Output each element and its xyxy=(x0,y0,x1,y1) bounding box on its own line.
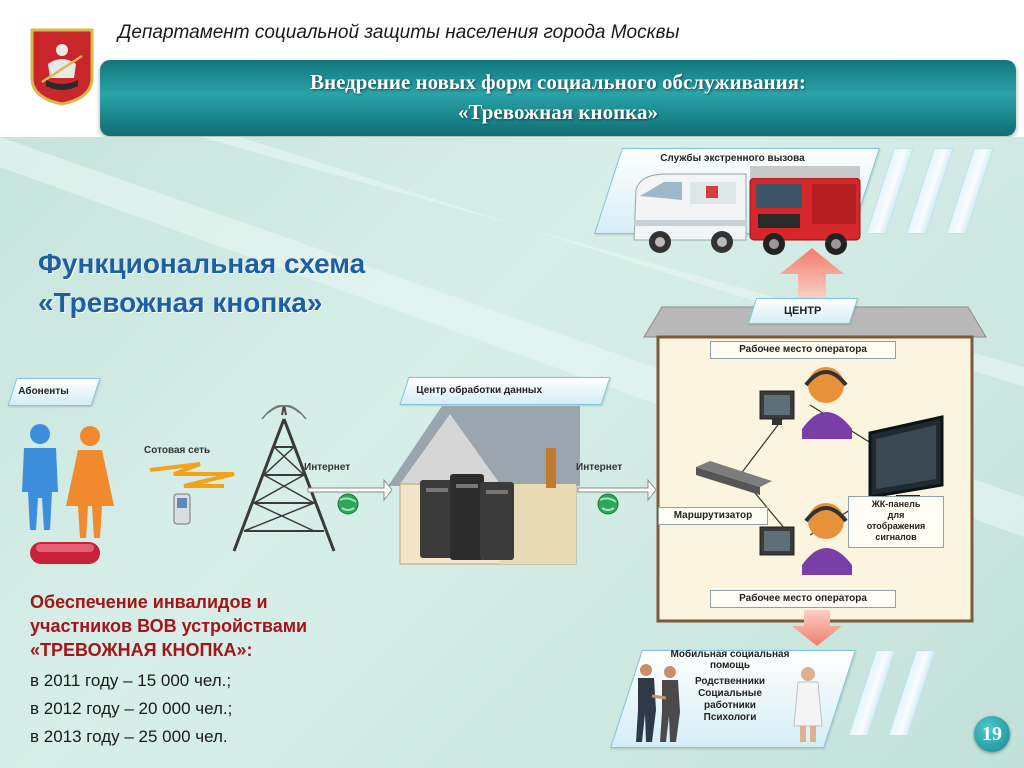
operator-workplace-top-label: Рабочее место оператора xyxy=(710,341,896,359)
lcd-panel-label: ЖК-панель для отображения сигналов xyxy=(848,496,944,548)
lcd-monitor-icon xyxy=(868,415,944,501)
operator-top-icon xyxy=(759,367,852,439)
cellular-network-label: Сотовая сеть xyxy=(144,445,211,456)
title-banner: Внедрение новых форм социального обслужи… xyxy=(100,60,1016,136)
handshake-people-icon xyxy=(636,664,680,742)
lcd-label-line2: для xyxy=(887,510,905,520)
mobile-help-roles: Родственники Социальные работники Психол… xyxy=(686,676,774,724)
subscribers-label: Абоненты xyxy=(18,386,69,397)
lcd-label-line3: отображения xyxy=(866,521,926,531)
cellular-signal xyxy=(149,462,235,525)
slide-title-line1: Внедрение новых форм социального обслужи… xyxy=(309,70,807,94)
center-label: ЦЕНТР xyxy=(783,305,822,317)
info-line3: «ТРЕВОЖНАЯ КНОПКА»: xyxy=(30,640,253,660)
router-icon xyxy=(696,461,772,495)
internet-left-link xyxy=(307,478,392,515)
diagram-heading-line2: «Тревожная кнопка» xyxy=(38,287,323,318)
lcd-label-line4: сигналов xyxy=(875,532,917,542)
fire-truck-icon xyxy=(749,166,861,255)
subscribers-tag: Абоненты xyxy=(7,378,101,406)
moscow-coat-of-arms-icon xyxy=(30,28,94,106)
woman-icon xyxy=(66,426,114,538)
data-center-label: Центр обработки данных xyxy=(416,385,543,396)
info-line1: Обеспечение инвалидов и xyxy=(30,592,268,612)
alarm-button-icon xyxy=(30,542,100,564)
cell-tower-icon xyxy=(232,405,336,552)
router-label: Маршрутизатор xyxy=(658,507,768,525)
mobile-help-line5: работники xyxy=(704,700,756,711)
mobile-help-line2: помощь xyxy=(710,660,750,671)
center-label-tag: ЦЕНТР xyxy=(747,298,859,324)
internet-left-label: Интернет xyxy=(304,462,351,473)
operator-workplace-bottom-label: Рабочее место оператора xyxy=(710,590,896,608)
internet-right-link xyxy=(577,478,656,515)
mobile-phone-icon xyxy=(173,493,191,525)
ambulance-icon xyxy=(633,173,747,253)
slide-title-line2: «Тревожная кнопка» xyxy=(458,100,658,124)
center-equipment xyxy=(696,367,944,575)
emergency-vehicles xyxy=(633,166,861,255)
mobile-help-text: Мобильная социальная помощь xyxy=(650,649,810,671)
department-name: Департамент социальной защиты населения … xyxy=(118,22,680,43)
stat-2013: в 2013 году – 25 000 чел. xyxy=(30,727,228,746)
data-center-building xyxy=(388,406,580,565)
page-number-badge: 19 xyxy=(974,716,1010,752)
mobile-help-line3: Родственники xyxy=(694,676,766,687)
stat-2011: в 2011 году – 15 000 чел.; xyxy=(30,671,232,690)
mobile-help-people xyxy=(636,664,823,742)
lcd-label-line1: ЖК-панель xyxy=(871,499,921,509)
diagram-heading-line1: Функциональная схема xyxy=(38,248,366,279)
stat-2012: в 2012 году – 20 000 чел.; xyxy=(30,699,233,718)
down-arrow-icon xyxy=(792,610,842,646)
lightning-icon xyxy=(149,462,235,488)
internet-right-label: Интернет xyxy=(576,462,623,473)
man-icon xyxy=(22,424,58,530)
doctor-icon xyxy=(793,667,823,742)
up-arrow-icon xyxy=(780,248,844,298)
mobile-help-line6: Психологи xyxy=(703,712,757,723)
operator-bottom-icon xyxy=(759,503,852,575)
mobile-help-line4: Социальные xyxy=(698,688,762,699)
mobile-help-line1: Мобильная социальная xyxy=(670,649,790,660)
server-rack-icon xyxy=(420,474,514,560)
subscribers-figures xyxy=(22,424,114,564)
info-line2: участников ВОВ устройствами xyxy=(30,616,308,636)
